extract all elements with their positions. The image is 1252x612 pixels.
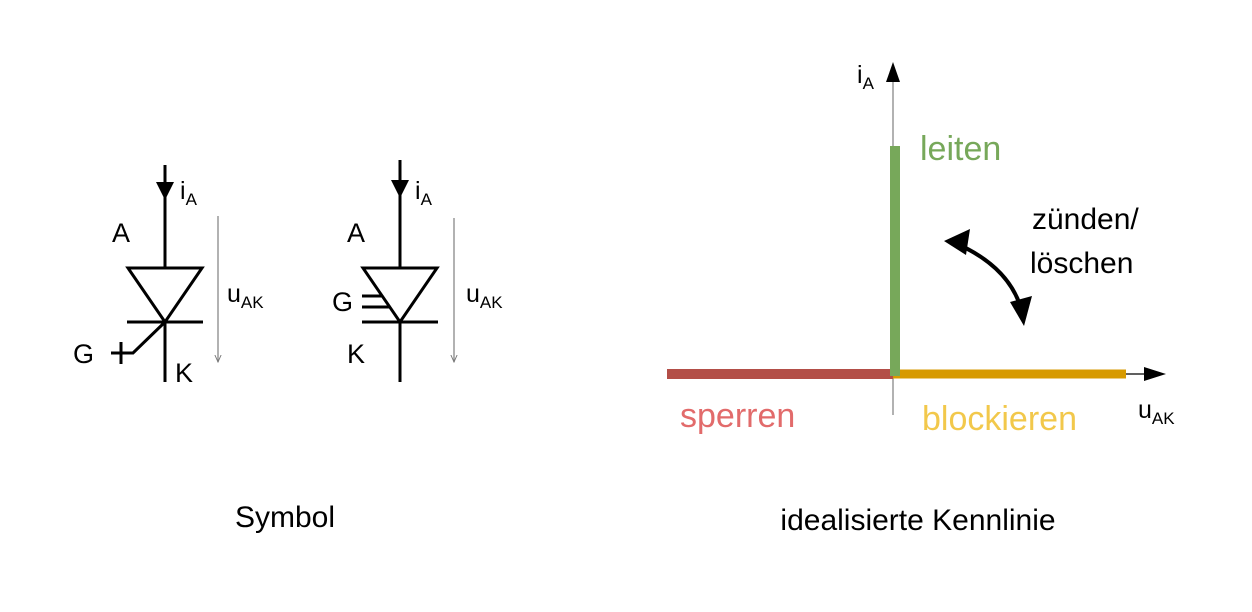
gate-lead <box>111 320 167 355</box>
sperren-label: sperren <box>680 397 795 435</box>
current-label: iA <box>415 177 433 209</box>
voltage-label: uAK <box>466 280 503 312</box>
gate-label: G <box>332 287 353 317</box>
thyristor-symbol-1: iA A uAK G K <box>73 165 264 388</box>
x-axis-label: uAK <box>1138 396 1175 428</box>
x-axis-arrowhead <box>1144 367 1166 381</box>
cathode-label: K <box>347 339 365 369</box>
leiten-label: leiten <box>920 130 1001 168</box>
current-arrow <box>391 180 409 198</box>
characteristic-caption: idealisierte Kennlinie <box>780 504 1055 537</box>
voltage-label: uAK <box>227 280 264 312</box>
gate-label: G <box>73 339 94 369</box>
current-label: iA <box>180 177 198 209</box>
diode-triangle <box>125 266 205 325</box>
symbol-caption: Symbol <box>235 501 335 534</box>
blockieren-label: blockieren <box>922 400 1077 438</box>
transition-label-line2: löschen <box>1030 247 1133 280</box>
y-axis-label: iA <box>857 61 875 93</box>
characteristic-plot: iA uAK leiten sperren blockieren zünden/… <box>667 61 1175 438</box>
transition-label-line1: zünden/ <box>1032 203 1139 236</box>
current-arrow <box>156 182 174 200</box>
cathode-label: K <box>175 358 193 388</box>
transition-arrow-icon <box>944 229 1032 326</box>
anode-label: A <box>112 218 130 248</box>
anode-label: A <box>347 218 365 248</box>
y-axis-arrowhead <box>886 62 900 82</box>
thyristor-symbol-2: iA A uAK G K <box>332 160 503 382</box>
